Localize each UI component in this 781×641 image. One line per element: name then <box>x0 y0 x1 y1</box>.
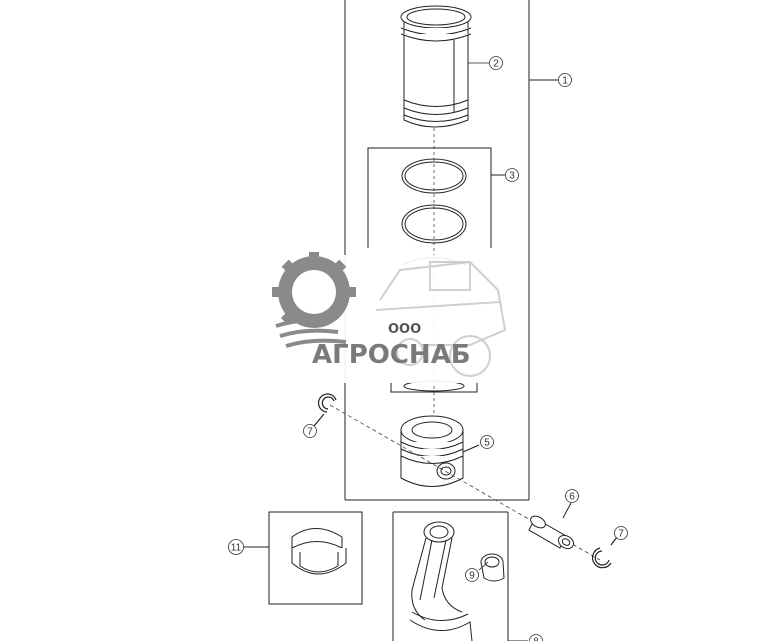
watermark-prefix: ООО <box>388 322 421 337</box>
callout-6: 6 <box>565 489 579 503</box>
leader-lines <box>468 62 489 571</box>
compression-ring-top <box>401 158 467 194</box>
bearing-box <box>244 511 363 605</box>
callout-2: 2 <box>489 56 503 70</box>
callout-7-left: 7 <box>303 424 317 438</box>
svg-text:5: 5 <box>484 438 490 449</box>
svg-text:11: 11 <box>231 543 242 554</box>
svg-text:8: 8 <box>533 637 539 641</box>
combine-harvester-icon <box>375 260 507 377</box>
small-end-bushing <box>480 553 505 582</box>
snap-ring-left <box>313 393 337 427</box>
callout-9: 9 <box>465 568 479 582</box>
watermark-name: АГРОСНАБ <box>312 340 471 370</box>
callout-5: 5 <box>480 435 494 449</box>
callout-1: 1 <box>558 73 572 87</box>
connecting-rod-box <box>392 511 528 641</box>
cylinder-liner <box>400 5 472 128</box>
piston <box>400 415 480 487</box>
svg-text:9: 9 <box>469 571 475 582</box>
callout-11: 11 <box>228 539 244 555</box>
compression-ring-second <box>401 204 467 244</box>
svg-text:7: 7 <box>307 427 313 438</box>
svg-text:6: 6 <box>569 492 575 503</box>
assembly-frame <box>344 0 558 501</box>
svg-text:3: 3 <box>509 171 515 182</box>
watermark: ООО АГРОСНАБ <box>246 252 526 383</box>
svg-text:2: 2 <box>493 59 499 70</box>
field-stripes-icon <box>275 318 347 348</box>
bearing-shell <box>291 528 343 549</box>
gear-logo-icon <box>272 252 356 328</box>
svg-text:1: 1 <box>562 76 568 87</box>
callout-7-right: 7 <box>614 526 628 540</box>
svg-text:7: 7 <box>618 529 624 540</box>
snap-ring-right <box>591 536 618 569</box>
piston-pin <box>528 502 575 550</box>
callout-8: 8 <box>529 634 543 641</box>
callout-3: 3 <box>505 168 519 182</box>
